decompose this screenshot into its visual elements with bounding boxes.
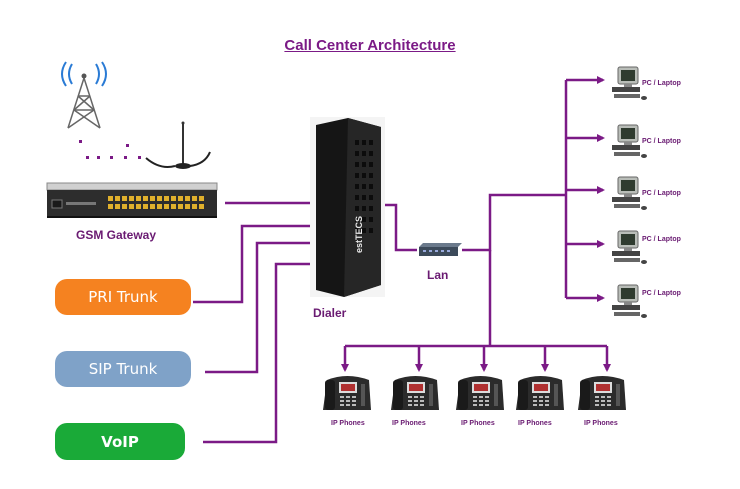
ip-phone-label: IP Phones bbox=[331, 420, 365, 427]
pc-arrows bbox=[566, 76, 605, 302]
cell-tower-icon bbox=[61, 61, 107, 129]
pc-label: PC / Laptop bbox=[642, 80, 681, 87]
voip-node: VoIP bbox=[55, 423, 185, 460]
diagram-title: Call Center Architecture bbox=[284, 37, 456, 54]
antenna-icon bbox=[145, 121, 211, 169]
ip-phone-group bbox=[323, 376, 626, 410]
gsm-gateway-device bbox=[46, 182, 218, 218]
ip-phone-label: IP Phones bbox=[518, 420, 552, 427]
wireless-link bbox=[79, 140, 141, 159]
connector-pri-dialer bbox=[193, 224, 318, 304]
dialer-device: estTECS bbox=[310, 117, 385, 297]
pc-label: PC / Laptop bbox=[642, 138, 681, 145]
pc-icon bbox=[612, 230, 647, 264]
connectors bbox=[193, 80, 607, 444]
lan-label: Lan bbox=[427, 268, 449, 282]
ip-phone-icon bbox=[578, 376, 626, 410]
sip-trunk-node: SIP Trunk bbox=[55, 351, 191, 387]
ip-phone-icon bbox=[516, 376, 564, 410]
pri-trunk-node: PRI Trunk bbox=[55, 279, 191, 315]
ip-phone-label: IP Phones bbox=[584, 420, 618, 427]
connector-sip-dialer bbox=[205, 241, 318, 374]
pc-icon bbox=[612, 66, 647, 100]
ip-phone-icon bbox=[323, 376, 371, 410]
dialer-label: Dialer bbox=[313, 306, 347, 320]
pc-icon bbox=[612, 176, 647, 210]
ip-phone-icon bbox=[456, 376, 504, 410]
connector-voip-dialer bbox=[203, 262, 318, 444]
dialer-brand: estTECS bbox=[354, 216, 364, 253]
connector-lan-pc bbox=[462, 193, 566, 252]
pc-icon bbox=[612, 124, 647, 158]
pc-label: PC / Laptop bbox=[642, 190, 681, 197]
pc-icon bbox=[612, 284, 647, 318]
connector-dialer-lan bbox=[380, 203, 417, 252]
ip-phone-label: IP Phones bbox=[461, 420, 495, 427]
pc-label: PC / Laptop bbox=[642, 236, 681, 243]
ip-phone-label: IP Phones bbox=[392, 420, 426, 427]
lan-switch-icon bbox=[419, 243, 462, 256]
pc-label: PC / Laptop bbox=[642, 290, 681, 297]
phone-arrows bbox=[341, 346, 611, 372]
ip-phone-icon bbox=[391, 376, 439, 410]
pc-group bbox=[612, 66, 647, 318]
gsm-gateway-label: GSM Gateway bbox=[76, 228, 157, 242]
